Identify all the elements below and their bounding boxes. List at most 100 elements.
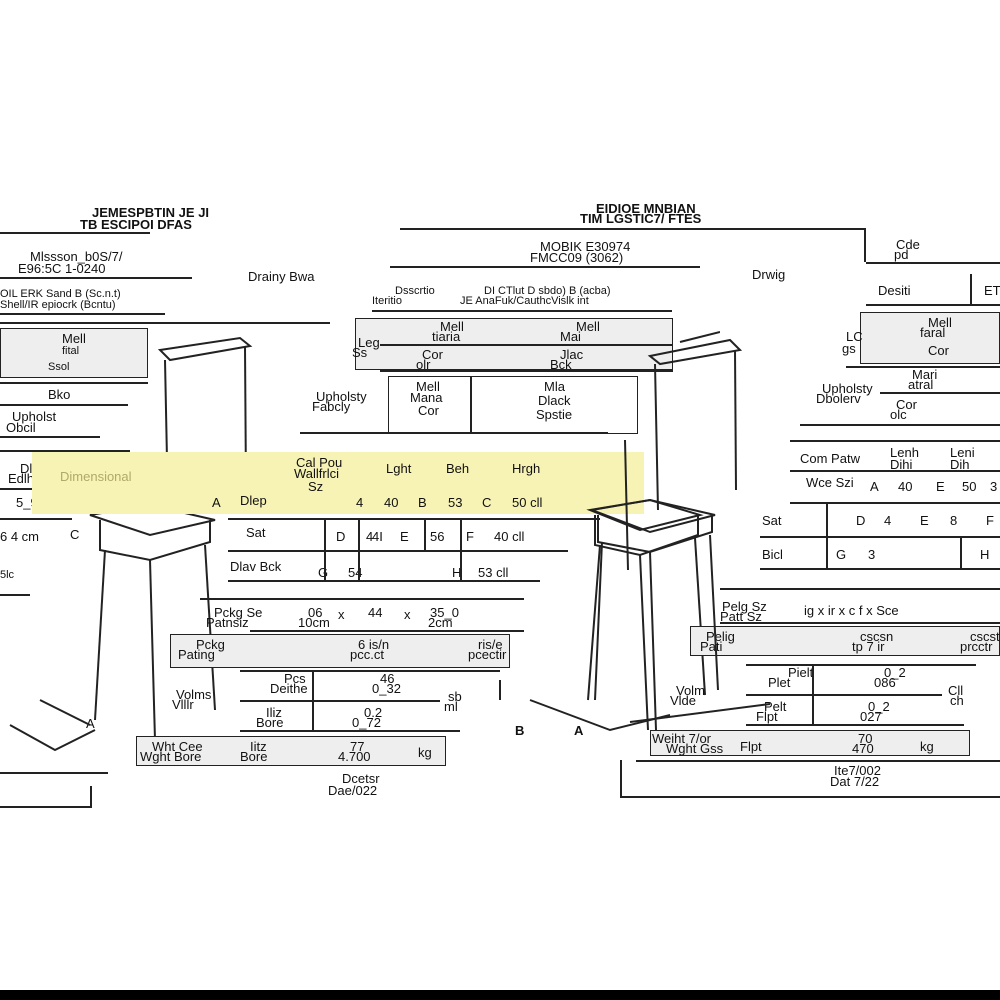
left-color: Bko (48, 387, 71, 402)
right-weight-unit: kg (920, 739, 934, 754)
dim-cell: C (482, 495, 492, 510)
left-mat-label: Mell (62, 331, 86, 346)
right-dim-cell: G (836, 547, 847, 562)
left-rule-11 (0, 772, 108, 774)
right-dim-cell: 3 (990, 479, 998, 494)
center-dim-vrule-1 (324, 518, 326, 580)
right-dim-cell: F (986, 513, 994, 528)
dim-cell: 54 (348, 565, 363, 580)
dim-row-label: Dlav Bck (230, 559, 282, 574)
right-dim-col: Lenh (890, 445, 919, 460)
center-pkg-x2: x (404, 607, 411, 622)
right-rule-2 (866, 304, 1000, 306)
center-pkg-h: 35_0 (430, 605, 459, 620)
center-date-value: Dae/022 (328, 783, 378, 798)
center-color-label-2: olr (416, 357, 431, 372)
center-chair-drawing (499, 331, 720, 732)
left-chair-outline (9, 336, 253, 752)
center-chair-mark-a: A (574, 723, 584, 738)
center-rule-3 (380, 344, 673, 346)
right-dim-col: Dih (950, 457, 970, 472)
left-rule-9 (0, 518, 72, 520)
right-material-box (860, 312, 1000, 364)
right-vol-unit-2: ch (950, 693, 964, 708)
center-date-label: Dcetsr (342, 771, 380, 786)
right-weight-value-2: 470 (852, 741, 874, 756)
left-rule-6 (0, 436, 100, 438)
right-dim-cell: H (980, 547, 990, 562)
right-desc-vrule (970, 274, 972, 304)
dim-cell: 56 (430, 529, 445, 544)
right-pkg-label: Pelg Sz (722, 599, 767, 614)
right-uph-col: Cor (896, 397, 917, 412)
center-vol-box-2: 0_72 (352, 715, 381, 730)
bottom-black-bar (0, 990, 1000, 1000)
right-leg-label-2: gs (842, 341, 856, 356)
left-rule-1 (0, 277, 192, 279)
right-vol-box-label-2: Flpt (756, 709, 778, 724)
center-vol-box: 0.2 (364, 705, 383, 720)
center-header-top: EIDIOE MNBIAN (596, 201, 696, 216)
center-dim-rule-1 (228, 518, 600, 520)
center-header-rule (400, 228, 866, 230)
center-chair-outline (499, 331, 720, 732)
right-dim-cell: 4 (884, 513, 892, 528)
center-weight-label: Wht Cee (152, 739, 203, 754)
left-uph: Upholst (12, 409, 57, 424)
center-dim-vrule-2 (358, 518, 360, 580)
right-vol-rule-1 (746, 664, 976, 666)
right-pkg2-value: cscsn (860, 629, 894, 644)
right-vol-pc-2: 086 (874, 675, 896, 690)
center-uph-mat-2: Mana (410, 390, 443, 405)
center-rule-5 (300, 432, 608, 434)
right-dim-col: Com Patw (800, 451, 860, 466)
center-uph-box (388, 376, 638, 434)
left-material-box (0, 328, 148, 378)
center-uph-val-3: Spstie (536, 407, 573, 422)
dim-cell: 4 (356, 495, 364, 510)
left-header-bottom: TB ESCIPOI DFAS (80, 217, 192, 232)
center-packing-value-2: pcc.ct (350, 647, 384, 662)
center-uph-val: Mla (544, 379, 565, 394)
dim-cell: H (452, 565, 462, 580)
right-weight-label-2: Wght Gss (666, 741, 724, 756)
center-dim-rule-3 (228, 580, 540, 582)
left-rule-10 (0, 594, 30, 596)
center-weight-box (136, 736, 446, 766)
right-rule-4 (880, 392, 1000, 394)
right-dim-row-label: Wce Szi (806, 475, 854, 490)
right-mat-head: Mell (928, 315, 952, 330)
dim-col-header: Sz (308, 479, 324, 494)
right-vol-rule-2 (746, 694, 942, 696)
right-dim-vrule-2 (960, 536, 962, 568)
dim-cell: F (466, 529, 474, 544)
right-vol-pc-label-2: Plet (768, 675, 791, 690)
right-weight-sub: Flpt (740, 739, 762, 754)
center-packing-box (170, 634, 510, 668)
left-vrule-1 (90, 786, 92, 806)
dimension-highlight-band (32, 452, 644, 514)
right-mat-head-2: faral (920, 325, 946, 340)
right-dim-rule-1 (790, 470, 1000, 472)
dim-cell: E (400, 529, 409, 544)
right-dim-rule-top (790, 440, 1000, 442)
center-rule-2 (372, 310, 672, 312)
center-desc-value: DI CTlut D sbdo) B (acba) (484, 285, 611, 297)
left-rule-7 (0, 450, 130, 452)
right-dim-cell: 3 (868, 547, 876, 562)
left-uph-2: Obcil (6, 420, 36, 435)
right-pkg2-note: cscsti (970, 629, 1000, 644)
center-color-value-2: Bck (550, 357, 572, 372)
right-dim-rule-4 (760, 568, 1000, 570)
center-leg-label-2: Ss (352, 345, 368, 360)
dim-col-header: Lght (386, 461, 412, 476)
center-packing-label-2: Pating (178, 647, 215, 662)
right-rule-5 (800, 424, 1000, 426)
right-weight-box (650, 730, 970, 756)
center-dim-vrule-4 (460, 518, 462, 580)
center-desc-label: Dsscrtio (395, 285, 435, 297)
center-pkg-unit-2: 2cm (428, 615, 453, 630)
left-dim-b: 6 4 cm (0, 529, 40, 544)
left-rule-4 (0, 382, 148, 384)
dim-row-label: Dlep (240, 493, 267, 508)
